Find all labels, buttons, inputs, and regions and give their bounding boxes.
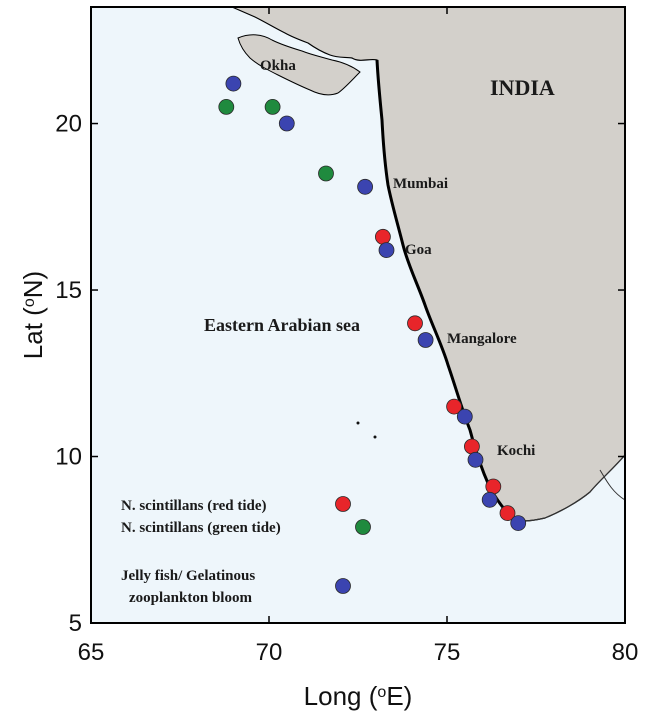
label-kochi: Kochi [497,443,535,459]
label-eastern-arabian-sea: Eastern Arabian sea [204,315,360,335]
bloom-point-red [446,398,463,415]
x-tick-label: 70 [256,639,283,666]
bloom-point-green [264,99,281,115]
bloom-point-green [318,165,334,182]
bloom-point-blue [456,408,473,425]
axis-ticks: 65 70 75 80 5 10 15 20 [55,7,638,666]
legend: N. scintillans (red tide) N. scintillans… [121,496,371,606]
y-axis-title: Lat (oN) [18,271,48,359]
bloom-point-red [463,438,480,455]
bloom-point-blue [378,242,395,259]
legend-marker-green [355,519,371,535]
x-tick-label: 65 [78,639,105,666]
label-mangalore: Mangalore [447,331,517,347]
bloom-point-blue [481,491,498,508]
island-dot [356,421,360,425]
bloom-point-red [374,228,391,245]
marks-layer [218,75,527,531]
y-tick-label: 20 [55,111,82,138]
place-labels: INDIA Okha Mumbai Goa Mangalore Kochi Ea… [204,58,555,459]
legend-blue-text-2: zooplankton bloom [129,590,252,606]
east-coastline [514,454,626,522]
bloom-point-green [218,99,235,115]
legend-marker-blue [335,578,351,594]
bloom-point-red [499,505,516,521]
legend-red-text: N. scintillans (red tide) [121,498,267,514]
label-okha: Okha [260,58,296,74]
legend-green-text: N. scintillans (green tide) [121,520,281,536]
bloom-point-red [485,478,502,495]
island-dot [373,435,377,439]
y-tick-label: 5 [69,610,82,637]
sri-lanka-outline [599,469,626,501]
x-tick-label: 80 [612,639,639,666]
west-coastline [375,59,516,522]
bloom-point-blue [510,515,527,531]
bloom-point-blue [467,451,484,468]
bloom-point-blue [225,75,242,92]
label-goa: Goa [405,242,432,258]
plot-frame [90,6,626,624]
bloom-point-blue [357,178,374,195]
bloom-point-blue [417,332,434,348]
label-india: INDIA [490,75,555,100]
y-tick-label: 10 [55,444,82,471]
label-mumbai: Mumbai [393,176,448,192]
x-tick-label: 75 [434,639,461,666]
x-axis-title: Long (oE) [304,681,413,711]
kathiawar-peninsula [237,34,361,96]
bloom-point-red [407,315,423,332]
legend-blue-text-1: Jelly fish/ Gelatinous [121,568,255,584]
y-tick-label: 15 [55,277,82,304]
bloom-point-blue [278,115,295,132]
legend-marker-red [335,496,351,512]
